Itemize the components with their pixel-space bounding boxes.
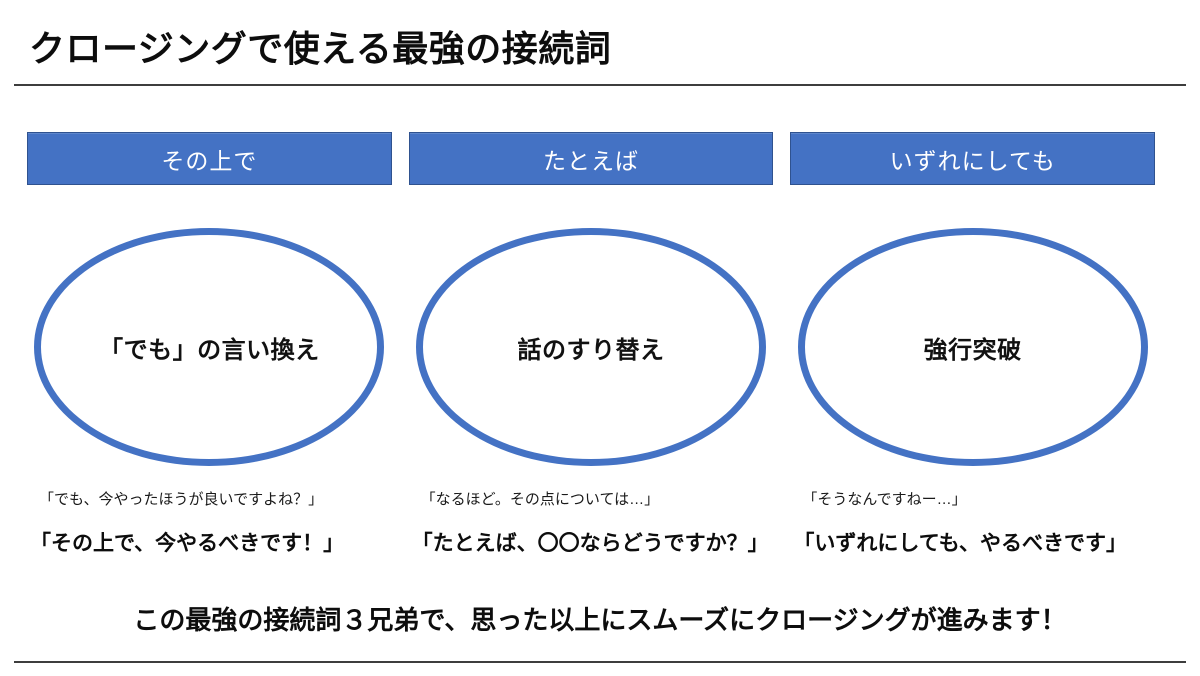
page-title: クロージングで使える最強の接続詞 <box>29 28 612 69</box>
column-header-bar: その上で <box>27 132 392 185</box>
example-weak-quote: 「でも、今やったほうが良いですよね？」 <box>39 491 324 508</box>
bottom-divider <box>14 661 1186 663</box>
column-header-label: いずれにしても <box>889 147 1056 174</box>
columns-row: その上で 「でも」の言い換え 「でも、今やったほうが良いですよね？」 「その上で… <box>27 132 1156 557</box>
ellipse-label: 話のすり替え <box>517 336 665 364</box>
example-weak-quote: 「なるほど。その点については…」 <box>420 491 660 508</box>
column-header-bar: いずれにしても <box>790 132 1156 185</box>
example-strong-quote: 「その上で、今やるべきです！」 <box>30 532 345 555</box>
ellipse-shape: 話のすり替え <box>415 228 767 466</box>
conjunction-column-tatoeba: たとえば 話のすり替え 「なるほど。その点については…」 「たとえば、〇〇ならど… <box>408 132 774 557</box>
conjunction-column-izurenishitemo: いずれにしても 強行突破 「そうなんですねー…」 「いずれにしても、やるべきです… <box>790 132 1156 557</box>
ellipse-shape: 「でも」の言い換え <box>34 228 385 466</box>
ellipse-label: 「でも」の言い換え <box>99 336 320 364</box>
example-strong-quote: 「いずれにしても、やるべきです」 <box>793 532 1128 555</box>
example-weak-quote: 「そうなんですねー…」 <box>802 491 967 508</box>
footer-message: この最強の接続詞３兄弟で、思った以上にスムーズにクロージングが進みます！ <box>133 605 1067 635</box>
column-header-label: たとえば <box>543 147 639 174</box>
conjunction-column-sonouede: その上で 「でも」の言い換え 「でも、今やったほうが良いですよね？」 「その上で… <box>27 132 392 557</box>
ellipse-label: 強行突破 <box>923 336 1022 364</box>
column-header-bar: たとえば <box>408 132 774 185</box>
title-divider <box>14 84 1186 86</box>
ellipse-shape: 強行突破 <box>797 228 1148 466</box>
column-header-label: その上で <box>161 147 258 174</box>
example-strong-quote: 「たとえば、〇〇ならどうですか？」 <box>411 532 769 555</box>
